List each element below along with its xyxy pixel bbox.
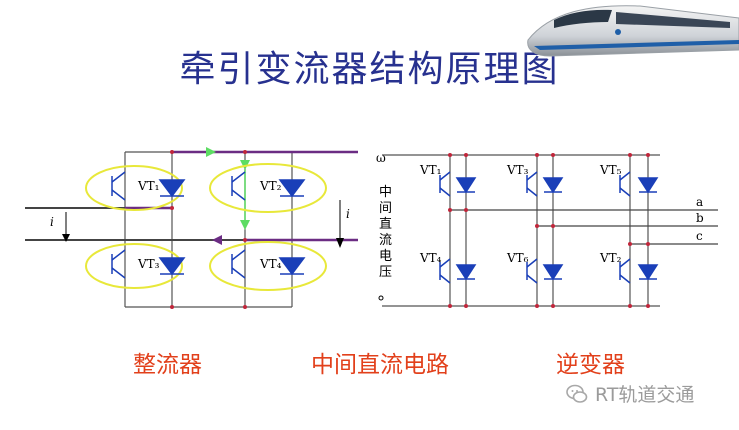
page-title: 牵引变流器结构原理图 bbox=[179, 49, 560, 90]
rectifier-label: 整流器 bbox=[133, 352, 202, 378]
inv-vt6-label: VT₆ bbox=[506, 251, 529, 265]
rectifier-circuit bbox=[25, 151, 293, 308]
inv-vt3-label: VT₃ bbox=[506, 163, 529, 177]
rect-vt2-label: VT₂ bbox=[259, 179, 282, 193]
inverter-nodes bbox=[170, 150, 650, 309]
rect-vt1-label: VT₁ bbox=[137, 179, 159, 193]
input-current-label: i bbox=[50, 215, 54, 229]
inverter-label: 逆变器 bbox=[556, 352, 625, 378]
inv-vt2-label: VT₂ bbox=[599, 251, 622, 265]
dc-terminal-bottom bbox=[378, 295, 384, 301]
train-image bbox=[527, 5, 739, 57]
purple-arrow bbox=[212, 235, 222, 245]
green-current-arrows bbox=[206, 147, 250, 230]
inv-vt4-label: VT₄ bbox=[419, 251, 442, 265]
highlight-ellipses bbox=[85, 163, 327, 291]
dc-bus-label: 中 间 直 流 电 压 bbox=[379, 185, 396, 280]
inv-vt1-label: VT₁ bbox=[419, 163, 441, 177]
rect-vt3-label: VT₃ bbox=[137, 257, 160, 271]
inverter-switches bbox=[439, 171, 659, 284]
watermark-text: RT轨道交通 bbox=[595, 384, 695, 406]
phase-c-label: c bbox=[696, 229, 703, 243]
dc-current-label: i bbox=[346, 207, 350, 221]
dc-link-label: 中间直流电路 bbox=[311, 352, 449, 378]
rectifier-switches bbox=[111, 171, 306, 279]
dc-current-arrow bbox=[336, 200, 344, 248]
phase-a-label: a bbox=[696, 195, 703, 209]
wechat-icon bbox=[566, 384, 588, 403]
rect-vt4-label: VT₄ bbox=[259, 257, 282, 271]
dc-terminal-top: ω bbox=[376, 151, 386, 165]
input-current-arrow bbox=[62, 212, 70, 242]
inv-vt5-label: VT₅ bbox=[599, 163, 622, 177]
phase-b-label: b bbox=[696, 211, 704, 225]
watermark: RT轨道交通 bbox=[565, 380, 694, 407]
